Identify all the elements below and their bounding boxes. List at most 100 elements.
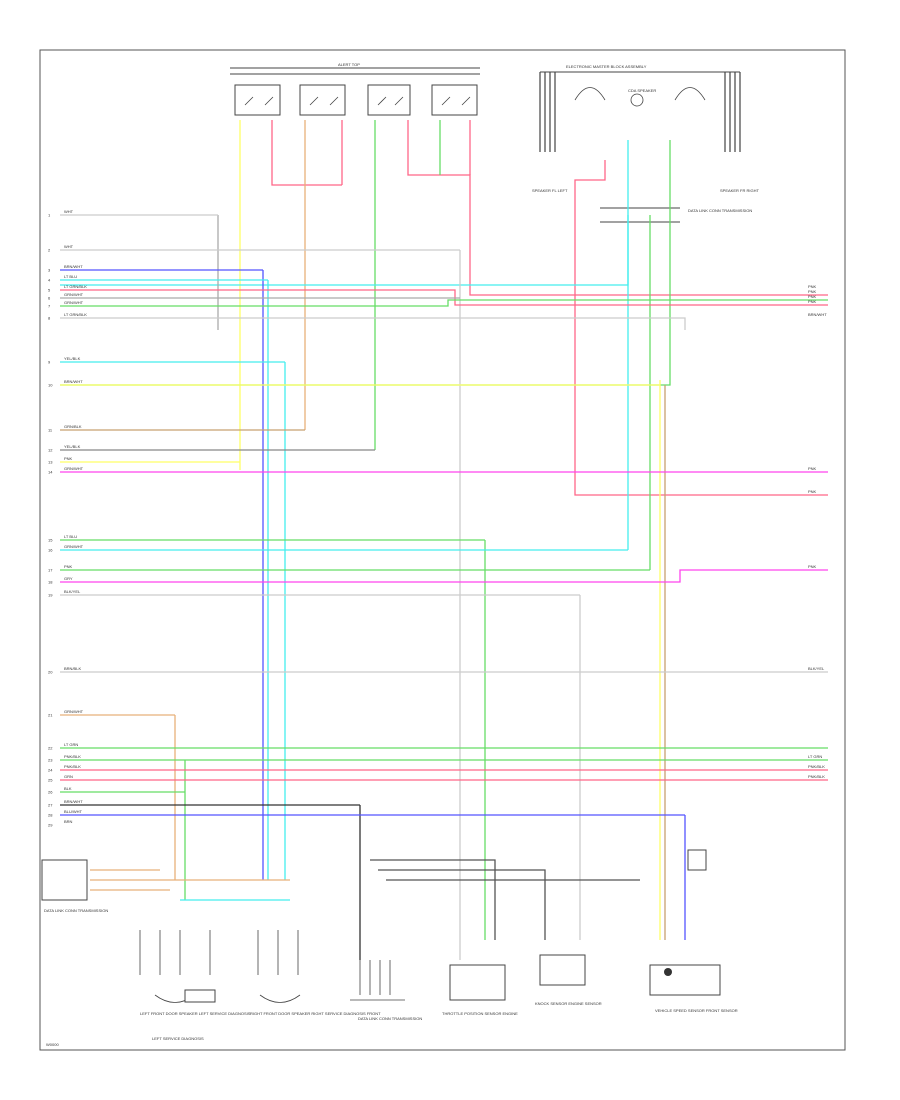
left-wire-label: PNK/BLK	[64, 754, 81, 759]
right-wire-label: PNK	[808, 289, 817, 294]
left-pin-number: 23	[48, 758, 53, 763]
left-wire-label: GRY	[64, 576, 73, 581]
relay-4	[431, 84, 478, 116]
left-wire-label: LT GRN/BLK	[64, 312, 87, 317]
wire-h-33	[370, 859, 496, 940]
top-right-right-sub: SPEAKER FR RIGHT	[720, 188, 759, 193]
relay-3	[367, 84, 411, 116]
component-knock-sensor: KNOCK SENSOR ENGINE SENSOR	[535, 954, 602, 1006]
right-wire-label: PNK	[808, 299, 817, 304]
left-wire-label: GRN/WHT	[64, 466, 84, 471]
left-wire-label: LT BLU	[64, 274, 77, 279]
component-data-link: DATA LINK CONN TRANSMISSION	[350, 960, 422, 1021]
top-block-label: ALERT TOP	[338, 62, 360, 67]
right-wire-label: PNK/BLK	[808, 774, 825, 779]
relay-1	[234, 84, 281, 116]
wire-v-green-top	[60, 140, 671, 386]
vertical-wires	[60, 120, 828, 960]
component-speed-sensor: VEHICLE SPEED SENSOR FRONT SENSOR	[649, 849, 738, 1013]
wire-h-7	[60, 299, 828, 307]
bottom-components: LEFT FRONT DOOR SPEAKER LEFT SERVICE DIA…	[139, 849, 738, 1041]
left-wire-label: BRN/WHT	[64, 799, 83, 804]
left-wire-label: LT BLU	[64, 534, 77, 539]
left-wire-label: GRN/WHT	[64, 300, 84, 305]
wire-h-34	[378, 869, 546, 940]
left-pin-number: 7	[48, 304, 51, 309]
left-pin-number: 11	[48, 428, 53, 433]
left-wire-label: LT GRN/BLK	[64, 284, 87, 289]
left-pin-number: 17	[48, 568, 53, 573]
left-pin-number: 13	[48, 460, 53, 465]
wire-h-18	[60, 569, 828, 583]
left-pin-number: 29	[48, 823, 53, 828]
right-wire-label: PNK	[808, 466, 817, 471]
left-connector: DATA LINK CONN TRANSMISSION	[41, 859, 108, 913]
bottom-component-2: RIGHT FRONT DOOR SPEAKER RIGHT SERVICE D…	[250, 1011, 381, 1016]
left-pin-number: 14	[48, 470, 53, 475]
left-pin-number: 5	[48, 288, 51, 293]
left-pin-number: 6	[48, 296, 51, 301]
diagram-frame	[39, 49, 846, 1051]
left-pin-number: 4	[48, 278, 51, 283]
left-wire-label: WHT	[64, 244, 74, 249]
left-wire-label: BLU/WHT	[64, 809, 83, 814]
bottom-component-5: KNOCK SENSOR ENGINE SENSOR	[535, 1001, 602, 1006]
left-wire-label: PNK/BLK	[64, 764, 81, 769]
left-wire-label: LT GRN	[64, 742, 78, 747]
left-pin-number: 8	[48, 316, 51, 321]
left-pin-number: 10	[48, 383, 53, 388]
left-wire-label: WHT	[64, 209, 74, 214]
top-right-label: ELECTRONIC MASTER BLOCK ASSEMBLY	[566, 64, 647, 69]
left-pin-number: 16	[48, 548, 53, 553]
left-wire-label: BRN/BLK	[64, 666, 81, 671]
relay-2	[299, 84, 346, 116]
right-wire-label: BLK/YEL	[808, 666, 825, 671]
left-wire-label: GRN/WHT	[64, 292, 84, 297]
left-wire-label: BRN/WHT	[64, 379, 83, 384]
right-wire-label: PNK	[808, 294, 817, 299]
left-wire-label: BRN	[64, 819, 73, 824]
right-wire-label: PNK	[808, 564, 817, 569]
left-wire-label: PNK	[64, 456, 73, 461]
wire-v-pink-1	[271, 120, 342, 186]
component-throttle-sensor: THROTTLE POSITION SENSOR ENGINE	[442, 964, 518, 1016]
component-right-speaker: RIGHT FRONT DOOR SPEAKER RIGHT SERVICE D…	[250, 930, 381, 1016]
horizontal-wires	[60, 214, 828, 940]
top-right-block: ELECTRONIC MASTER BLOCK ASSEMBLY CDA SPE…	[532, 64, 759, 223]
left-connector-label: DATA LINK CONN TRANSMISSION	[44, 908, 108, 913]
left-pin-number: 9	[48, 360, 51, 365]
left-pin-number: 25	[48, 778, 53, 783]
left-pin-number: 24	[48, 768, 53, 773]
wire-h-8	[60, 317, 686, 330]
left-pin-number: 21	[48, 713, 53, 718]
left-wire-label: YEL/BLK	[64, 444, 81, 449]
bottom-component-1: LEFT FRONT DOOR SPEAKER LEFT SERVICE DIA…	[140, 1011, 251, 1016]
bottom-component-6: VEHICLE SPEED SENSOR FRONT SENSOR	[655, 1008, 738, 1013]
left-pin-number: 19	[48, 593, 53, 598]
left-pin-number: 2	[48, 248, 51, 253]
left-wire-label: GRN/WHT	[64, 709, 84, 714]
right-wire-label: LT GRN	[808, 754, 822, 759]
top-right-connector-label: DATA LINK CONN TRANSMISSION	[688, 208, 752, 213]
left-wire-label: BLK	[64, 786, 72, 791]
component-left-speaker: LEFT FRONT DOOR SPEAKER LEFT SERVICE DIA…	[139, 930, 251, 1041]
top-right-left-sub: SPEAKER FL LEFT	[532, 188, 568, 193]
wire-v-pink-5	[574, 160, 828, 496]
top-block: ALERT TOP	[230, 62, 480, 116]
footer-code: W0000	[46, 1042, 59, 1047]
left-pin-number: 28	[48, 813, 53, 818]
left-pin-number: 20	[48, 670, 53, 675]
left-pin-number: 18	[48, 580, 53, 585]
left-pin-number: 26	[48, 790, 53, 795]
right-wire-label: BRN/WHT	[808, 312, 827, 317]
left-wire-label: BLK/YEL	[64, 589, 81, 594]
right-wire-label: PNK	[808, 489, 817, 494]
left-wire-label: PNK	[64, 564, 73, 569]
left-pin-number: 12	[48, 448, 53, 453]
left-wire-label: BRN/WHT	[64, 264, 83, 269]
left-pin-number: 27	[48, 803, 53, 808]
top-right-center-label: CDA SPEAKER	[628, 88, 656, 93]
